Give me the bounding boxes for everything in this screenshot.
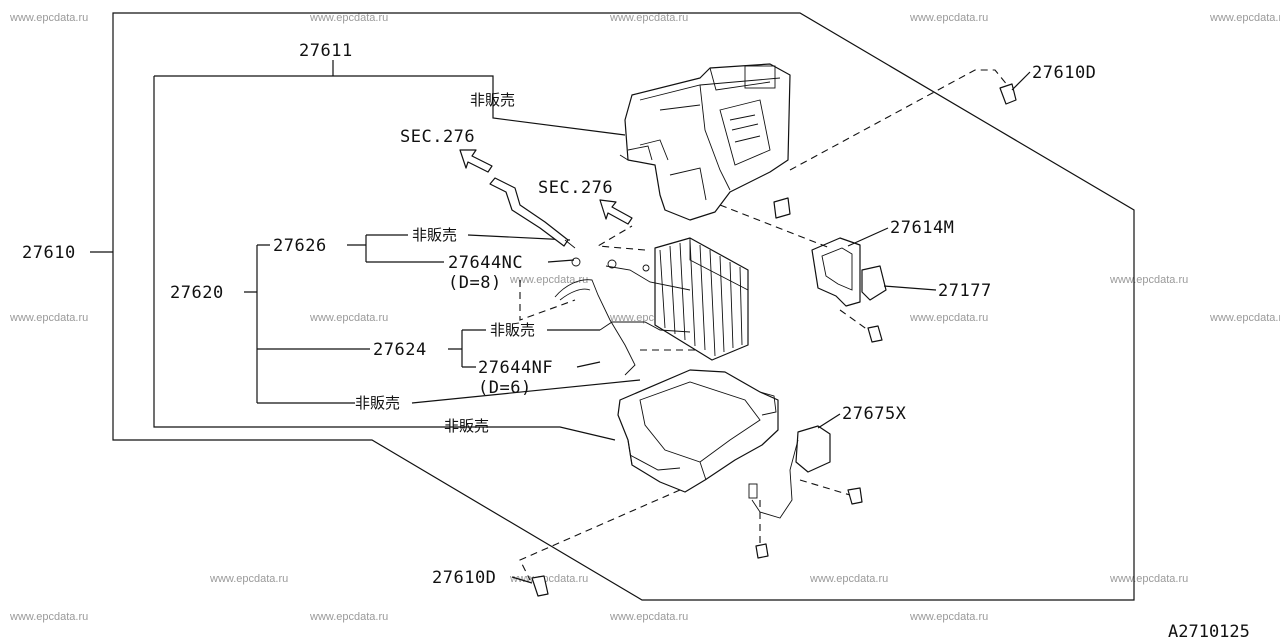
label-27644nf-diameter: (D=6)	[478, 378, 532, 398]
watermark: www.epcdata.ru	[1209, 12, 1280, 24]
label-27610d: 27610D	[432, 568, 496, 588]
watermark: www.epcdata.ru	[9, 12, 88, 24]
watermark: www.epcdata.ru	[909, 12, 988, 24]
label-not-for-sale: 非販売	[444, 417, 489, 435]
assembly-boundary-inner	[153, 75, 626, 441]
assembly-boundary-outer	[112, 12, 1135, 601]
watermark: www.epcdata.ru	[309, 312, 388, 324]
watermark: www.epcdata.ru	[9, 312, 88, 324]
watermark: www.epcdata.ru	[309, 611, 388, 623]
watermark: www.epcdata.ru	[209, 573, 288, 585]
bracket-27620	[244, 244, 370, 404]
diagram-reference-number: A2710125	[1168, 622, 1250, 640]
leader-not-for-sale	[411, 379, 641, 404]
leader-27626	[347, 234, 444, 263]
watermark: www.epcdata.ru	[509, 274, 588, 286]
watermark: www.epcdata.ru	[609, 12, 688, 24]
upper-housing	[619, 63, 791, 221]
leader-27644nc	[547, 259, 575, 263]
leader-27610d	[511, 576, 533, 584]
label-27644nf: 27644NF	[478, 358, 553, 378]
lower-case	[617, 369, 779, 493]
watermark: www.epcdata.ru	[309, 12, 388, 24]
watermark: www.epcdata.ru	[1109, 274, 1188, 286]
watermark: www.epcdata.ru	[609, 611, 688, 623]
watermark: www.epcdata.ru	[909, 312, 988, 324]
leader-27614m	[847, 227, 889, 247]
leader-27644nf	[576, 361, 601, 368]
label-sec-276: SEC.276	[538, 178, 613, 198]
label-not-for-sale: 非販売	[470, 91, 515, 109]
watermark: www.epcdata.ru	[809, 573, 888, 585]
label-27644nc: 27644NC	[448, 253, 523, 273]
label-27644nc-diameter: (D=8)	[448, 273, 502, 293]
label-27624: 27624	[373, 340, 427, 360]
leader-27610d	[1011, 71, 1031, 91]
label-sec-276: SEC.276	[400, 127, 475, 147]
label-not-for-sale: 非販売	[355, 394, 400, 412]
label-not-for-sale: 非販売	[412, 226, 457, 244]
label-27610: 27610	[22, 243, 76, 263]
dashed-guides	[519, 69, 1009, 581]
label-27626: 27626	[273, 236, 327, 256]
watermark: www.epcdata.ru	[909, 611, 988, 623]
pipe-lines	[489, 177, 691, 376]
label-27611: 27611	[299, 41, 353, 61]
leader-27177	[883, 285, 937, 291]
screw-parts	[531, 83, 1017, 597]
leader-27675x	[817, 413, 841, 429]
label-27620: 27620	[170, 283, 224, 303]
leader-not-for-sale	[467, 234, 571, 241]
label-27675x: 27675X	[842, 404, 907, 424]
label-27177: 27177	[938, 281, 992, 301]
watermark: www.epcdata.ru	[509, 573, 588, 585]
bracket-part	[773, 197, 887, 307]
label-27610d: 27610D	[1032, 63, 1096, 83]
label-not-for-sale: 非販売	[490, 321, 535, 339]
leader-27624	[448, 329, 486, 368]
watermark: www.epcdata.ru	[9, 611, 88, 623]
arrow-sec-276	[599, 199, 633, 225]
watermark: www.epcdata.ru	[1109, 573, 1188, 585]
label-27614m: 27614M	[890, 218, 954, 238]
watermark: www.epcdata.ru	[1209, 312, 1280, 324]
arrow-sec-276	[459, 149, 493, 173]
thermistor-part	[748, 425, 831, 519]
evaporator-core	[654, 237, 749, 361]
